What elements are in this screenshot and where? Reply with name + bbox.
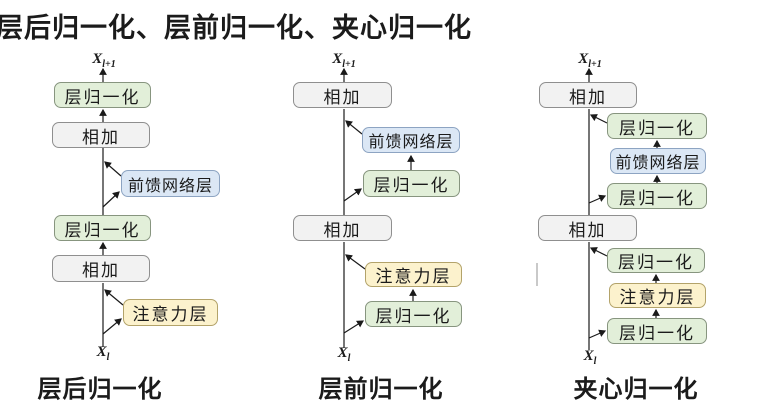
attention-box: 注意力层: [123, 299, 218, 326]
video-artifact-mark: [536, 263, 538, 286]
column-caption-post-ln: 层后归一化: [37, 377, 163, 403]
attention-box: 注意力层: [609, 283, 706, 308]
layernorm-box: 层归一化: [54, 215, 151, 241]
post-ln-connectors: [99, 67, 124, 347]
ffn-box: 前馈网络层: [121, 170, 220, 197]
layernorm-box: 层归一化: [607, 113, 707, 139]
ffn-box: 前馈网络层: [362, 127, 460, 153]
layernorm-box: 层归一化: [607, 318, 707, 344]
layernorm-box: 层归一化: [607, 183, 707, 209]
layernorm-box: 层归一化: [54, 82, 151, 108]
add-box: 相加: [293, 215, 392, 241]
add-box: 相加: [52, 122, 150, 148]
layernorm-box: 层归一化: [363, 170, 460, 197]
output-label: Xl+1: [92, 51, 116, 70]
add-box: 相加: [538, 215, 637, 241]
add-box: 相加: [539, 82, 637, 108]
column-caption-sandwich-ln: 夹心归一化: [573, 377, 699, 403]
output-label: Xl+1: [332, 51, 356, 70]
input-label: Xl: [337, 345, 351, 364]
add-box: 相加: [52, 255, 150, 282]
slide-title: 层后归一化、层前归一化、夹心归一化: [0, 13, 472, 43]
input-label: Xl: [583, 348, 597, 367]
sandwich-ln-connectors: [585, 67, 661, 350]
ffn-box: 前馈网络层: [610, 148, 706, 174]
add-box: 相加: [293, 82, 392, 108]
input-label: Xl: [96, 344, 110, 363]
pre-ln-connectors: [340, 67, 417, 348]
attention-box: 注意力层: [365, 262, 462, 287]
column-caption-pre-ln: 层前归一化: [318, 377, 444, 403]
layernorm-box: 层归一化: [607, 248, 705, 273]
layernorm-box: 层归一化: [365, 301, 462, 327]
output-label: Xl+1: [578, 51, 602, 70]
